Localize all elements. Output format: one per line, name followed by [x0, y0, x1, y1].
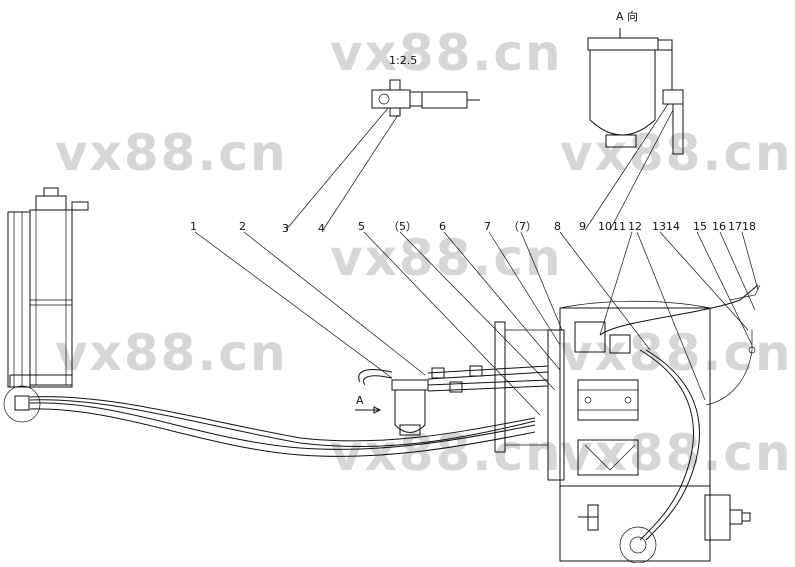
- leader-lines: [194, 103, 759, 416]
- part-label: 12: [628, 220, 642, 233]
- part-label: 6: [439, 220, 446, 233]
- scale-label: 1:2.5: [389, 54, 417, 67]
- watermark: vx88.cn: [330, 24, 563, 82]
- part-label: 15: [693, 220, 707, 233]
- view-label: A 向: [616, 9, 638, 23]
- part-label: 13: [652, 220, 666, 233]
- part-label: （5）: [388, 220, 417, 233]
- part-label: 4: [318, 222, 325, 235]
- return-pipes: [599, 284, 761, 541]
- fitting-detail: 1:2.5: [371, 54, 480, 117]
- hose-lines: [29, 396, 536, 457]
- direction-label: A: [356, 394, 364, 407]
- part-label: 8: [554, 220, 561, 233]
- part-label: 2: [239, 220, 246, 233]
- radiator-assembly: [3, 187, 89, 423]
- watermarks: vx88.cn vx88.cn vx88.cn vx88.cn vx88.cn …: [55, 24, 793, 482]
- part-label: 17: [728, 220, 742, 233]
- part-label: 10: [598, 220, 612, 233]
- part-label: 5: [358, 220, 365, 233]
- watermark: vx88.cn: [560, 324, 793, 382]
- part-label: （7）: [508, 220, 537, 233]
- watermark: vx88.cn: [55, 324, 288, 382]
- part-label: 18: [742, 220, 756, 233]
- watermark: vx88.cn: [560, 124, 793, 182]
- part-label: 9: [579, 220, 586, 233]
- part-label: 3: [282, 222, 289, 235]
- oil-filter: A: [355, 365, 549, 436]
- part-label: 11: [612, 220, 626, 233]
- part-label: 16: [712, 220, 726, 233]
- view-a-tank: A 向: [587, 9, 684, 155]
- part-label: 14: [666, 220, 680, 233]
- part-label: 7: [484, 220, 491, 233]
- part-label: 1: [190, 220, 197, 233]
- watermark: vx88.cn: [560, 424, 793, 482]
- watermark: vx88.cn: [330, 424, 563, 482]
- watermark: vx88.cn: [55, 124, 288, 182]
- watermark: vx88.cn: [330, 229, 563, 287]
- part-number-labels: 1 2 3 4 5 （5） 6 7 （7） 8 9 10 11 12 13 14…: [190, 220, 756, 235]
